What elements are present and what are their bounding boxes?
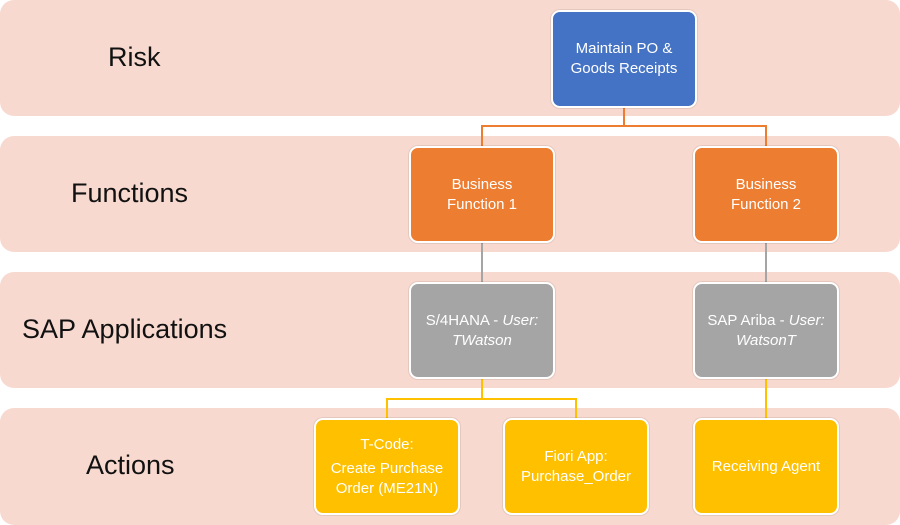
function-node-2-line1: Business [735, 175, 797, 193]
function-node-2-line2: Function 2 [730, 195, 802, 213]
action-node-receiving-agent: Receiving Agent [693, 418, 839, 515]
risk-node-line1: Maintain PO & [575, 40, 673, 57]
function-node-1-line1: Business [451, 175, 513, 193]
application-s4hana-user-label: User: [502, 311, 539, 329]
application-ariba-user: WatsonT [736, 331, 796, 349]
row-risk [0, 0, 900, 116]
action-tcode-line1: T-Code: [360, 435, 414, 453]
action-node-tcode: T-Code: Create Purchase Order (ME21N) [314, 418, 460, 515]
action-fiori-line2: Purchase_Order [520, 467, 632, 485]
action-tcode-line3: Order (ME21N) [335, 479, 439, 497]
row-label-actions: Actions [86, 450, 175, 480]
action-node-fiori: Fiori App: Purchase_Order [503, 418, 649, 515]
application-node-s4hana: S/4HANA - User: TWatson [409, 282, 555, 379]
application-ariba-app: SAP Ariba - [707, 311, 789, 329]
row-label-functions: Functions [71, 178, 189, 208]
function-node-2: Business Function 2 [693, 146, 839, 243]
application-ariba-user-label: User: [788, 311, 825, 329]
application-node-ariba: SAP Ariba - User: WatsonT [693, 282, 839, 379]
application-s4hana-app: S/4HANA - [425, 311, 503, 329]
application-node-ariba-line1: SAP Ariba - User: [707, 311, 824, 331]
action-receiving-line1: Receiving Agent [711, 457, 821, 475]
row-label-risk: Risk [108, 42, 161, 72]
function-node-1-line2: Function 1 [446, 195, 518, 213]
function-node-1: Business Function 1 [409, 146, 555, 243]
application-s4hana-user: TWatson [452, 331, 512, 349]
action-tcode-line2: Create Purchase [330, 459, 444, 477]
risk-node: Maintain PO & Goods Receipts [551, 10, 697, 108]
risk-node-line2: Goods Receipts [570, 60, 678, 77]
action-fiori-line1: Fiori App: [544, 447, 608, 465]
application-node-s4hana-line1: S/4HANA - User: [426, 311, 539, 331]
row-label-applications: SAP Applications [22, 314, 228, 344]
